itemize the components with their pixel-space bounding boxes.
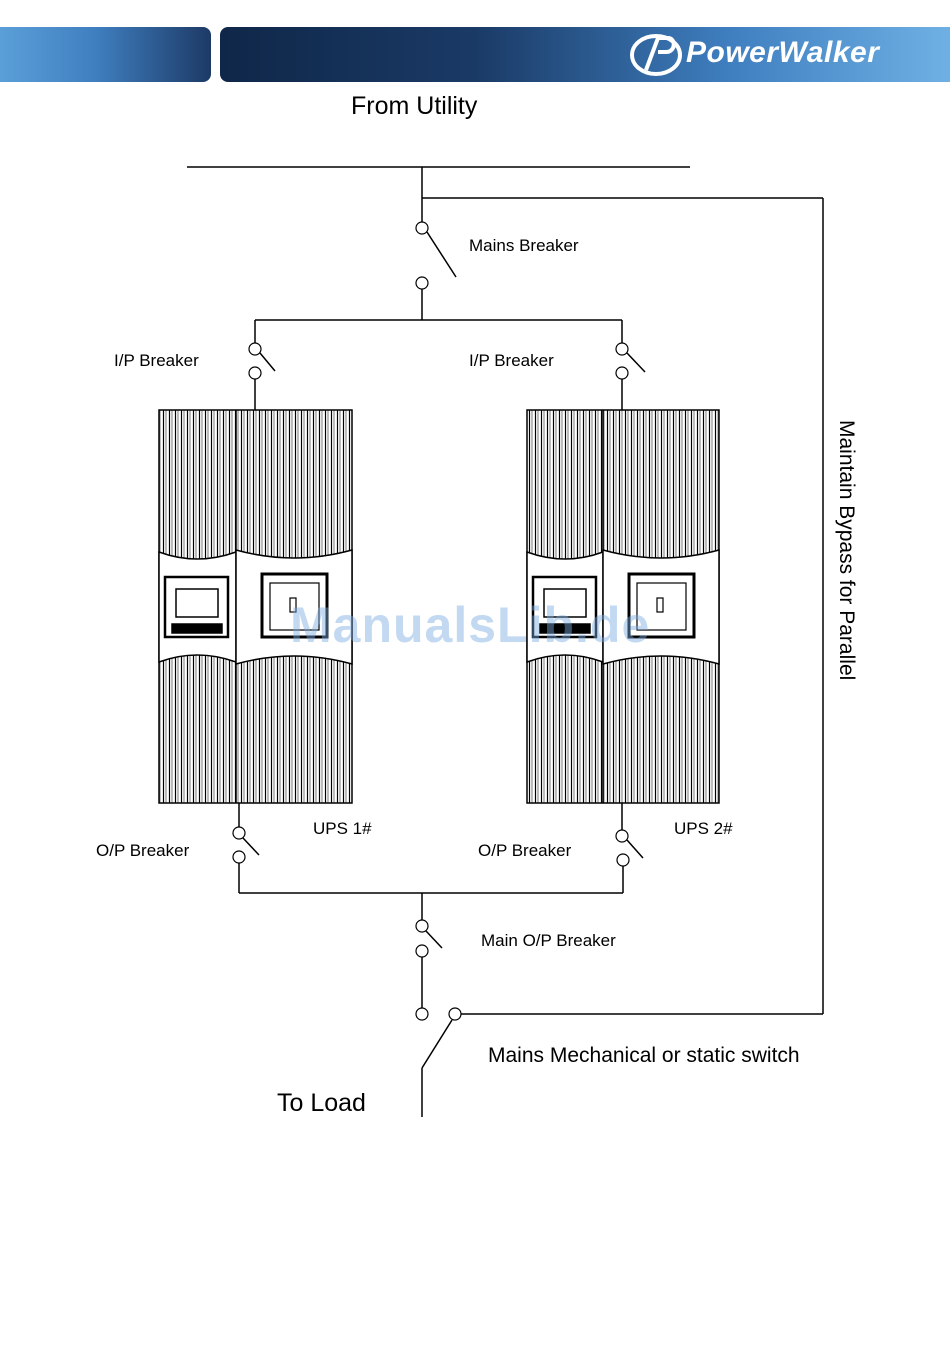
ups2-op-bottom-terminal [617,854,629,866]
ups1-op-breaker-label: O/P Breaker [96,842,189,859]
main-op-top-terminal [416,920,428,932]
ups1-op-breaker-blade [243,838,259,855]
main-op-breaker-blade [426,931,442,948]
mains-breaker-blade [427,232,456,277]
ups1-ip-bottom-terminal [249,367,261,379]
bypass-switch-label: Mains Mechanical or static switch [488,1045,800,1066]
main-op-breaker-label: Main O/P Breaker [481,932,616,949]
ups1-op-top-terminal [233,827,245,839]
ups2-ip-breaker-label: I/P Breaker [469,352,554,369]
ups1-ip-breaker-blade [260,353,275,371]
mains-breaker-label: Mains Breaker [469,237,579,254]
bypass-switch-left-terminal [416,1008,428,1020]
ups2-ip-bottom-terminal [616,367,628,379]
bypass-switch-blade [422,1020,452,1068]
from-utility-label: From Utility [351,94,477,119]
ups2-ip-top-terminal [616,343,628,355]
ups2-op-breaker-label: O/P Breaker [478,842,571,859]
ups2-op-breaker-blade [627,840,643,858]
ups2-name-label: UPS 2# [674,820,733,837]
mains-breaker-bottom-terminal [416,277,428,289]
bypass-label: Maintain Bypass for Parallel [836,420,857,680]
ups1-ip-top-terminal [249,343,261,355]
ups1-name-label: UPS 1# [313,820,372,837]
bypass-switch-right-terminal [449,1008,461,1020]
to-load-label: To Load [277,1091,366,1116]
ups1-op-bottom-terminal [233,851,245,863]
ups2-ip-breaker-blade [627,353,645,372]
ups1-ip-breaker-label: I/P Breaker [114,352,199,369]
main-op-bottom-terminal [416,945,428,957]
ups2-op-top-terminal [616,830,628,842]
mains-breaker-top-terminal [416,222,428,234]
watermark: ManualsLib.de [290,596,650,654]
